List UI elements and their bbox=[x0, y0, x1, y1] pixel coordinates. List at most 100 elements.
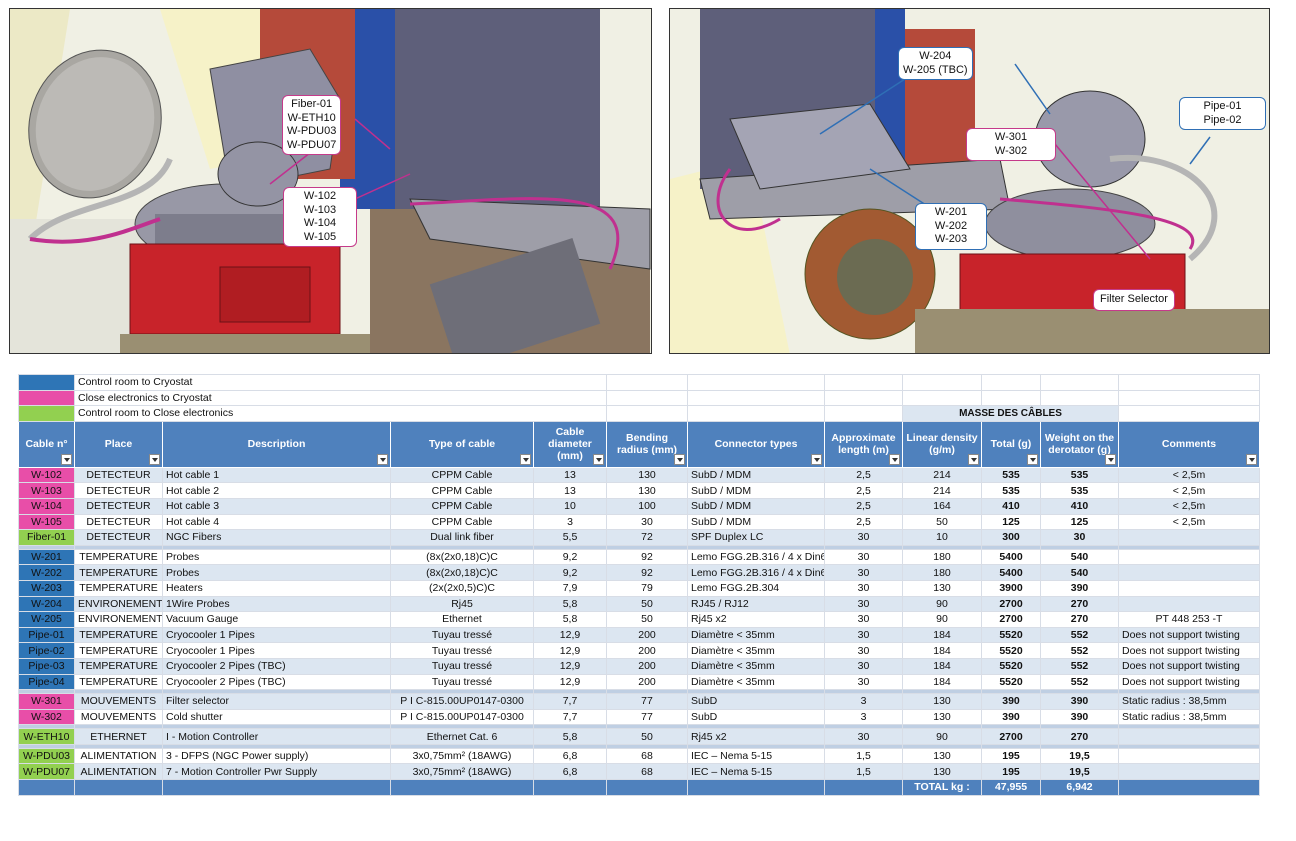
filter-dropdown-icon[interactable] bbox=[61, 453, 72, 465]
cell-dens: 130 bbox=[902, 763, 982, 781]
cell-dens: 164 bbox=[902, 497, 982, 515]
cable-id-cell: W-201 bbox=[18, 548, 75, 566]
cell-comment bbox=[1118, 548, 1260, 566]
filter-dropdown-icon[interactable] bbox=[593, 453, 604, 465]
cell-comment bbox=[1118, 747, 1260, 765]
cell-comment bbox=[1118, 529, 1260, 546]
cell-len: 2,5 bbox=[824, 513, 903, 531]
filter-dropdown-icon[interactable] bbox=[889, 453, 900, 465]
total-weight-value: 6,942 bbox=[1040, 779, 1119, 796]
cell-bend: 200 bbox=[606, 657, 688, 675]
header-label: Connector types bbox=[714, 438, 798, 451]
cell-weight: 540 bbox=[1040, 548, 1119, 566]
total-empty-cell bbox=[824, 779, 903, 796]
empty-cell bbox=[902, 374, 982, 391]
cell-place: DETECTEUR bbox=[74, 466, 163, 484]
cell-type: Tuyau tressé bbox=[390, 657, 534, 675]
cell-len: 30 bbox=[824, 579, 903, 597]
cell-len: 1,5 bbox=[824, 747, 903, 765]
cell-weight: 30 bbox=[1040, 529, 1119, 546]
cell-conn: SubD / MDM bbox=[687, 466, 825, 484]
filter-dropdown-icon[interactable] bbox=[968, 453, 979, 465]
cell-total: 195 bbox=[981, 763, 1041, 781]
cell-type: CPPM Cable bbox=[390, 513, 534, 531]
total-empty-cell bbox=[533, 779, 607, 796]
cell-desc: Filter selector bbox=[162, 693, 391, 710]
total-g-value: 47,955 bbox=[981, 779, 1041, 796]
cell-type: Tuyau tressé bbox=[390, 642, 534, 659]
cell-place: TEMPERATURE bbox=[74, 579, 163, 597]
filter-dropdown-icon[interactable] bbox=[520, 453, 531, 465]
cell-type: CPPM Cable bbox=[390, 497, 534, 515]
filter-dropdown-icon[interactable] bbox=[674, 453, 685, 465]
filter-dropdown-icon[interactable] bbox=[1105, 453, 1116, 465]
cell-len: 30 bbox=[824, 673, 903, 691]
cell-total: 535 bbox=[981, 482, 1041, 499]
filter-dropdown-icon[interactable] bbox=[377, 453, 388, 465]
group-separator bbox=[18, 544, 1260, 550]
header-cable-no: Cable n° bbox=[18, 420, 75, 468]
callout-line: Filter Selector bbox=[1100, 293, 1168, 305]
cell-dens: 50 bbox=[902, 513, 982, 531]
cell-dens: 90 bbox=[902, 728, 982, 745]
callout-line: W-205 (TBC) bbox=[903, 63, 968, 76]
legend-row: Close electronics to Cryostat bbox=[18, 389, 1260, 407]
cell-place: TEMPERATURE bbox=[74, 642, 163, 659]
cell-len: 2,5 bbox=[824, 497, 903, 515]
total-empty-cell bbox=[162, 779, 391, 796]
cell-place: DETECTEUR bbox=[74, 497, 163, 515]
cell-desc: 7 - Motion Controller Pwr Supply bbox=[162, 763, 391, 781]
cell-type: 3x0,75mm² (18AWG) bbox=[390, 747, 534, 765]
empty-cell bbox=[687, 405, 825, 422]
cell-len: 30 bbox=[824, 529, 903, 546]
legend-label: Control room to Cryostat bbox=[74, 374, 607, 391]
cell-desc: 1Wire Probes bbox=[162, 595, 391, 613]
empty-cell bbox=[824, 374, 903, 391]
cell-len: 30 bbox=[824, 642, 903, 659]
cell-total: 2700 bbox=[981, 728, 1041, 745]
filter-dropdown-icon[interactable] bbox=[1027, 453, 1038, 465]
cell-weight: 390 bbox=[1040, 693, 1119, 710]
cell-type: Tuyau tressé bbox=[390, 673, 534, 691]
cell-weight: 552 bbox=[1040, 626, 1119, 644]
cell-conn: SubD / MDM bbox=[687, 513, 825, 531]
total-empty-cell bbox=[18, 779, 75, 796]
cell-place: DETECTEUR bbox=[74, 513, 163, 531]
empty-cell bbox=[1118, 405, 1260, 422]
callout-line: Fiber-01 bbox=[291, 98, 333, 110]
filter-dropdown-icon[interactable] bbox=[811, 453, 822, 465]
separator-cell bbox=[1118, 544, 1260, 550]
header-label: Bending radius (mm) bbox=[616, 432, 678, 457]
cell-bend: 30 bbox=[606, 513, 688, 531]
cell-place: TEMPERATURE bbox=[74, 657, 163, 675]
cell-weight: 552 bbox=[1040, 673, 1119, 691]
cell-bend: 130 bbox=[606, 466, 688, 484]
cell-place: ALIMENTATION bbox=[74, 747, 163, 765]
empty-cell bbox=[1040, 389, 1119, 407]
cell-diam: 13 bbox=[533, 466, 607, 484]
cell-type: (8x(2x0,18)C)C bbox=[390, 564, 534, 581]
filter-dropdown-icon[interactable] bbox=[149, 453, 160, 465]
cell-desc: Hot cable 3 bbox=[162, 497, 391, 515]
filter-dropdown-icon[interactable] bbox=[1246, 453, 1257, 465]
cell-diam: 5,8 bbox=[533, 595, 607, 613]
cell-diam: 5,5 bbox=[533, 529, 607, 546]
header-label: Total (g) bbox=[990, 438, 1032, 451]
cell-dens: 130 bbox=[902, 708, 982, 726]
cell-diam: 7,7 bbox=[533, 693, 607, 710]
callout-line: W-PDU03 bbox=[287, 125, 337, 137]
cell-total: 390 bbox=[981, 693, 1041, 710]
cell-bend: 200 bbox=[606, 642, 688, 659]
header-comments: Comments bbox=[1118, 420, 1260, 468]
cable-id-cell: W-203 bbox=[18, 579, 75, 597]
cell-len: 1,5 bbox=[824, 763, 903, 781]
empty-cell bbox=[606, 374, 688, 391]
